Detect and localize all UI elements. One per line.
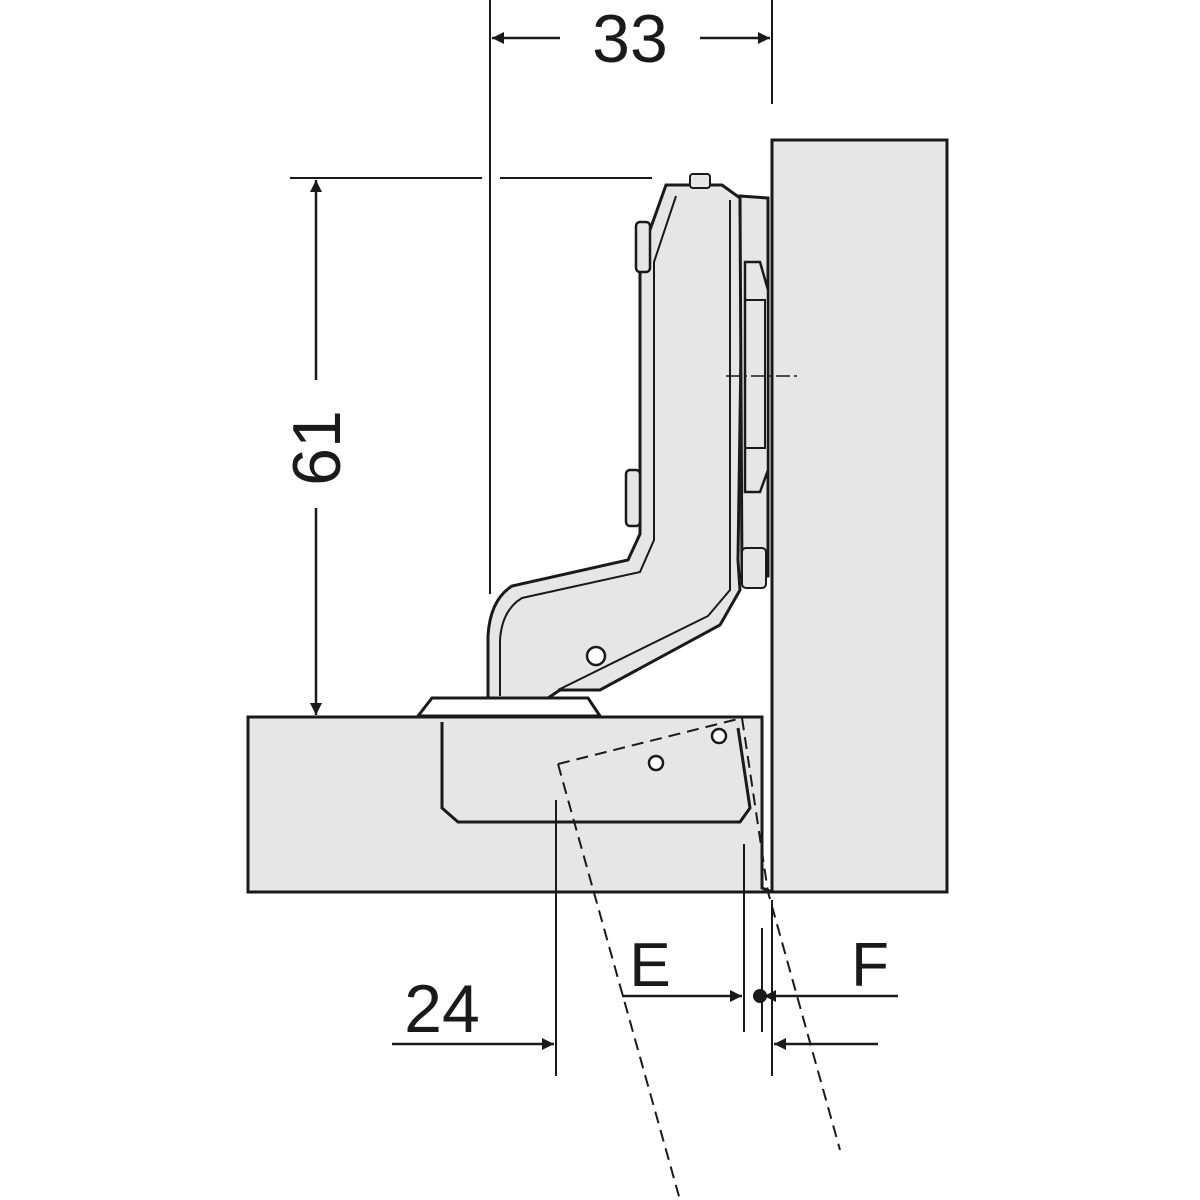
side-panel xyxy=(770,138,949,894)
dimension-61-label: 61 xyxy=(279,410,355,486)
pivot-pin-arm xyxy=(585,645,607,667)
mounting-slot xyxy=(744,299,766,449)
pivot-pin-cup-2 xyxy=(710,727,728,745)
mounting-clip xyxy=(741,547,767,589)
dimension-24-label: 24 xyxy=(404,971,480,1047)
dimension-33-label: 33 xyxy=(592,1,668,77)
hinge-cup xyxy=(440,722,752,824)
hinge-top-knob xyxy=(689,173,711,189)
reference-point xyxy=(753,989,767,1003)
hinge-arm-front-edge xyxy=(557,200,731,691)
open-door-outline xyxy=(557,716,841,1200)
mounting-screw xyxy=(743,260,770,494)
hinge-cup-flange xyxy=(414,696,603,718)
adjustment-screw-top xyxy=(634,220,652,274)
pivot-pin-cup-1 xyxy=(647,754,665,772)
dimension-f-label: F xyxy=(851,931,889,1000)
hinge-arm-inner-line xyxy=(499,195,677,696)
dimension-e-label: E xyxy=(629,931,670,1000)
adjustment-screw-bottom xyxy=(624,468,642,528)
hinge-arm xyxy=(486,183,744,700)
